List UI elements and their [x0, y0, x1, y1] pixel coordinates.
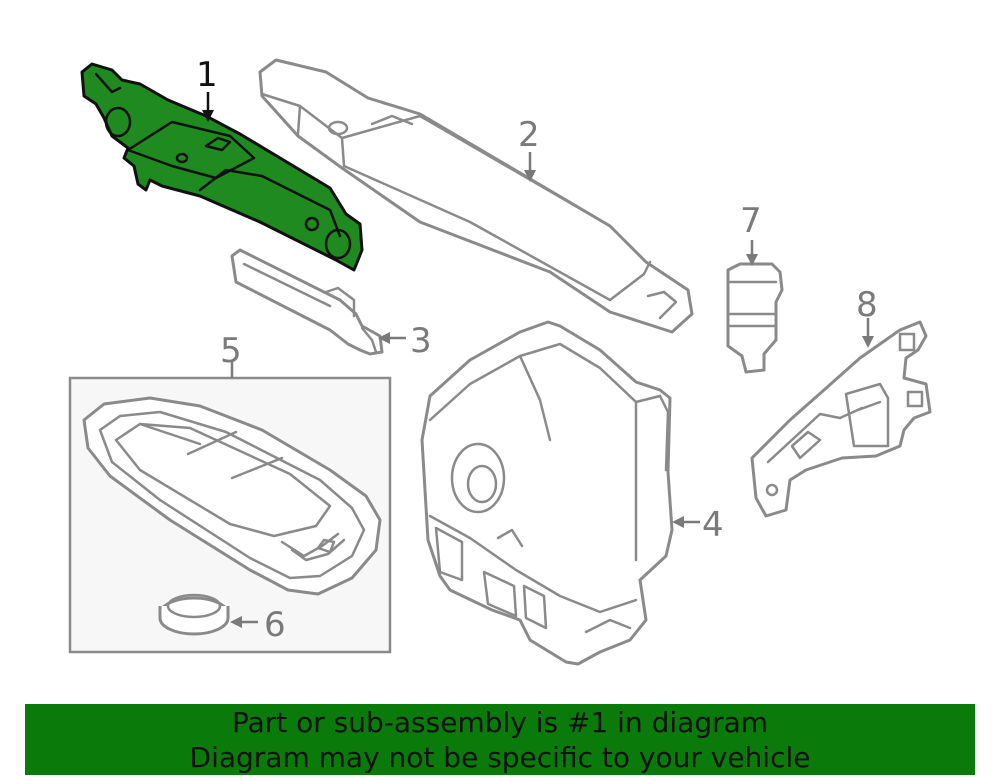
info-banner: Part or sub-assembly is #1 in diagram Di…: [25, 704, 975, 775]
callout-4[interactable]: 4: [702, 505, 724, 545]
part-3-clip[interactable]: [230, 248, 384, 356]
leader-4-arrow: [672, 516, 684, 528]
callout-5[interactable]: 5: [220, 331, 242, 371]
callout-6[interactable]: 6: [264, 605, 286, 645]
leader-8-arrow: [862, 336, 874, 348]
leader-1-arrow: [202, 110, 214, 122]
leader-3-arrow: [378, 332, 390, 344]
part-7-module[interactable]: [726, 262, 784, 374]
part-1-bracket[interactable]: [80, 62, 364, 272]
part-6-battery[interactable]: [158, 593, 230, 636]
parts-diagram: 1 2 3 5: [68, 55, 932, 666]
leader-2-arrow: [524, 170, 536, 182]
banner-line-2: Diagram may not be specific to your vehi…: [189, 741, 811, 774]
leader-6-arrow: [230, 616, 242, 628]
part-8-bracket[interactable]: [750, 320, 932, 518]
part-4-lock-housing[interactable]: [420, 320, 674, 666]
callout-3[interactable]: 3: [410, 321, 432, 361]
part-2-antenna[interactable]: [258, 58, 694, 334]
callout-7[interactable]: 7: [740, 201, 762, 241]
banner-line-1: Part or sub-assembly is #1 in diagram: [231, 706, 769, 739]
callout-2[interactable]: 2: [518, 115, 540, 155]
callout-8[interactable]: 8: [856, 285, 878, 325]
leader-7-arrow: [746, 254, 758, 266]
callout-1[interactable]: 1: [196, 55, 218, 95]
part-5-key-fob[interactable]: [82, 396, 382, 596]
